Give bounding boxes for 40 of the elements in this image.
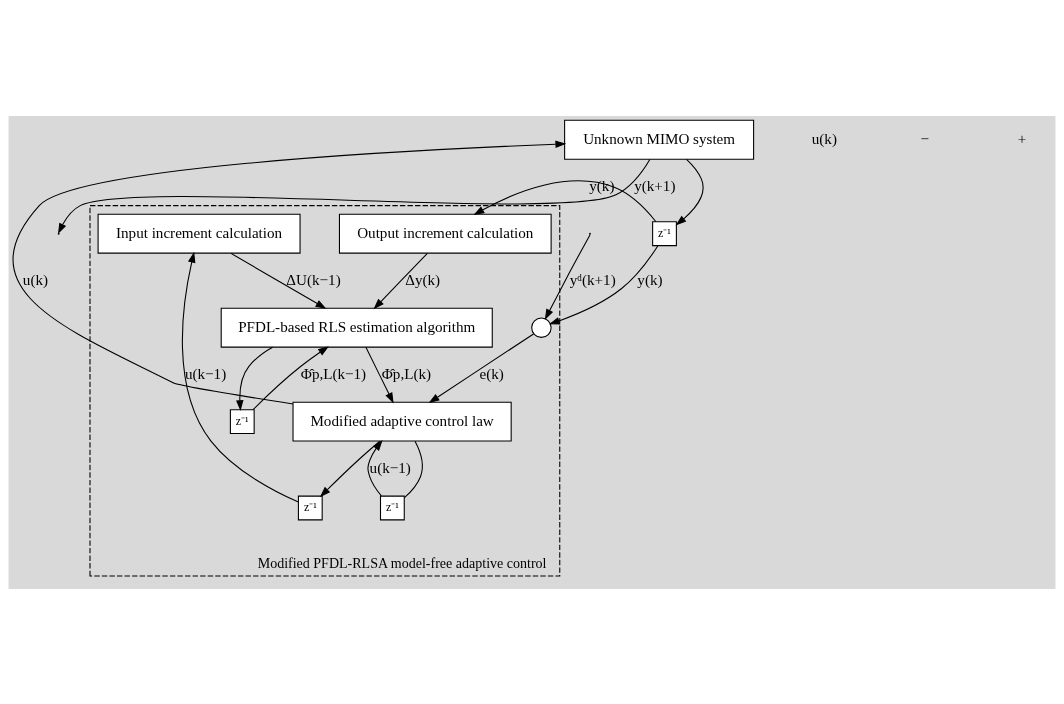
arrow <box>675 158 704 225</box>
label: u(k) <box>811 130 837 147</box>
node-box: z⁻¹ <box>297 495 323 520</box>
edge-label: u(k−1) <box>184 365 227 382</box>
node-box: Input increment calculation <box>97 213 301 254</box>
node-circle <box>531 316 552 338</box>
edge-label: yᵈ(k+1) <box>569 271 616 288</box>
arrow <box>236 346 274 411</box>
edge-label: y(k+1) <box>634 177 676 194</box>
label: − <box>920 130 930 147</box>
node-box: Output increment calculation <box>338 213 552 254</box>
arrow <box>230 252 327 309</box>
node-box: Unknown MIMO system <box>564 119 755 160</box>
arrow <box>373 252 428 309</box>
edge-label: ΔU(k−1) <box>286 271 341 288</box>
arrow <box>549 244 659 324</box>
edge-label: y(k) <box>637 271 663 288</box>
edge-label: e(k) <box>479 365 504 382</box>
arrow <box>319 440 381 497</box>
label: + <box>1017 130 1027 147</box>
node-box: PFDL-based RLS estimation algorithm <box>220 307 493 348</box>
node-box: z⁻¹ <box>379 495 405 520</box>
arrow <box>252 345 329 410</box>
arrow <box>12 139 567 404</box>
arrow <box>473 179 657 222</box>
edge-label: u(k−1) <box>369 459 411 476</box>
arrow <box>428 332 535 403</box>
arrow <box>181 251 299 503</box>
node-box: z⁻¹ <box>229 408 255 434</box>
edge-label: Φ̂p,L(k−1) <box>300 365 367 382</box>
arrow <box>544 233 591 320</box>
edge-label: Φ̂p,L(k) <box>381 365 432 382</box>
node-box: z⁻¹ <box>652 220 677 246</box>
arrow <box>58 158 651 234</box>
arrow <box>365 346 394 403</box>
connector <box>403 440 423 498</box>
edge-label: Δy(k) <box>405 271 441 288</box>
arrow <box>367 439 383 496</box>
edge-label: u(k) <box>22 271 49 288</box>
node-box: Modified adaptive control law <box>292 401 512 442</box>
